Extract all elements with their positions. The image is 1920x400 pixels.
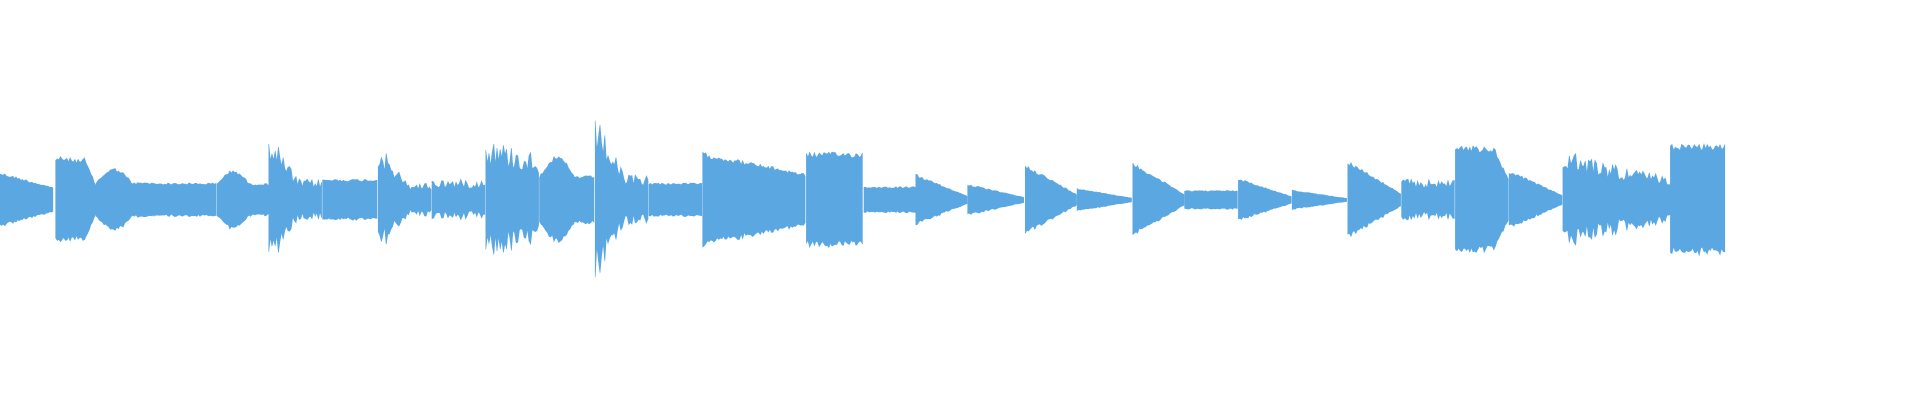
waveform-segment [1401,178,1455,221]
waveform-segment [0,173,54,227]
waveform-segment [377,153,432,245]
waveform-segment [967,184,1024,215]
waveform-segment [863,186,916,214]
waveform-segment [1076,188,1132,212]
waveform-segment [485,143,539,255]
waveform-segment [1025,165,1077,234]
waveform-segment [55,156,96,243]
waveform-segment [1508,173,1563,227]
waveform-segment [806,151,863,249]
waveform-segment [594,120,649,278]
waveform-segment [702,151,806,248]
waveform-segment [1238,179,1292,220]
waveform-segment [1132,163,1185,236]
waveform-segment [1184,190,1238,210]
waveform-segment [268,143,322,253]
waveform-segment [1455,145,1509,254]
waveform-segment [1291,189,1347,211]
waveform-segment [1670,142,1726,257]
waveform-segment [431,178,486,221]
waveform-segment [1562,152,1671,246]
waveform-segment [648,182,703,218]
waveform-segment [153,182,217,217]
waveform-segment [1347,162,1401,238]
waveform-segment [216,170,269,230]
waveform-segment [915,174,968,226]
waveform-segment [322,179,378,221]
waveform-segment [95,168,154,231]
waveform-segment [539,156,595,244]
